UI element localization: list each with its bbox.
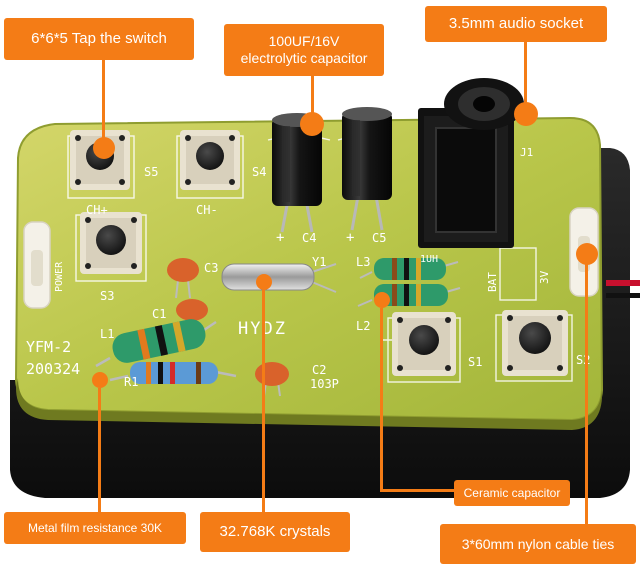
- label-l2: L2: [356, 319, 370, 333]
- inductor-l2: [357, 284, 461, 307]
- board-date: 200324: [26, 360, 80, 378]
- label-cable-ties-text: 3*60mm nylon cable ties: [461, 535, 615, 552]
- label-ceramic-capacitor-text: Ceramic capacitor: [463, 485, 561, 500]
- pointer-line-resistor: [98, 388, 101, 512]
- silkscreen-text: S5 S4 CH+ CH- POWER S3 C4 C5 + + C1 C3 C…: [26, 146, 590, 391]
- board-model: YFM-2: [26, 338, 71, 356]
- metal-film-resistor-r1: [109, 362, 237, 384]
- pointer-dot-ceramic: [374, 292, 390, 308]
- label-l3: L3: [356, 255, 370, 269]
- label-power: POWER: [54, 261, 65, 292]
- label-s4: S4: [252, 165, 266, 179]
- ceramic-capacitor-c3: [167, 258, 199, 299]
- label-bat: BAT: [486, 272, 499, 292]
- label-c4: C4: [302, 231, 316, 245]
- audio-socket-j1: [418, 78, 524, 248]
- label-voltage: 3V: [538, 270, 551, 284]
- pointer-dot-resistor: [92, 372, 108, 388]
- label-capacitor-line2: electrolytic capacitor: [240, 50, 368, 66]
- label-crystals-text: 32.768K crystals: [219, 523, 331, 540]
- electrolytic-capacitor-c5: [342, 107, 392, 231]
- pointer-line-crystal: [262, 290, 265, 512]
- label-audio-socket: 3.5mm audio socket: [425, 6, 607, 42]
- label-tap-switch: 6*6*5 Tap the switch: [4, 18, 194, 60]
- pointer-dot-crystal: [256, 274, 272, 290]
- label-s5: S5: [144, 165, 158, 179]
- tap-switch-s4: [180, 130, 240, 190]
- label-cable-ties: 3*60mm nylon cable ties: [440, 524, 636, 564]
- label-s3: S3: [100, 289, 114, 303]
- label-c1: C1: [152, 307, 166, 321]
- label-resistor: Metal film resistance 30K: [4, 512, 186, 544]
- label-j1: J1: [520, 146, 533, 159]
- pointer-line-switch: [102, 58, 105, 150]
- inductor-l3: [359, 258, 459, 280]
- label-resistor-text: Metal film resistance 30K: [27, 520, 163, 535]
- label-c3: C3: [204, 261, 218, 275]
- label-capacitor-line1: 100UF/16V: [268, 33, 340, 50]
- tap-switch-s3: [80, 212, 142, 274]
- pointer-dot-socket: [514, 102, 538, 126]
- tap-switch-s1: [392, 312, 456, 376]
- label-crystals: 32.768K crystals: [200, 512, 350, 552]
- pointer-line-capacitor: [311, 74, 314, 124]
- label-ch-minus: CH-: [196, 203, 218, 217]
- pointer-line-ceramic-h: [380, 489, 462, 492]
- pointer-line-socket: [524, 40, 527, 114]
- pointer-line-cable-ties: [585, 260, 588, 524]
- pointer-line-ceramic-v: [380, 308, 383, 492]
- label-plus-c5: +: [346, 230, 354, 246]
- label-electrolytic-capacitor: 100UF/16V electrolytic capacitor: [224, 24, 384, 76]
- pointer-dot-capacitor: [300, 112, 324, 136]
- label-c2: C2: [312, 363, 326, 377]
- label-inductor-value: 1UH: [420, 254, 438, 265]
- label-ch-plus: CH+: [86, 203, 108, 217]
- nylon-cable-tie-left: [23, 221, 51, 309]
- label-c2-value: 103P: [310, 377, 339, 391]
- pointer-dot-switch: [93, 137, 115, 159]
- tap-switch-s2: [502, 310, 568, 376]
- label-plus-c4: +: [276, 230, 284, 246]
- label-audio-socket-text: 3.5mm audio socket: [448, 15, 584, 32]
- board-brand: HYDZ: [238, 319, 287, 339]
- label-r1: R1: [124, 375, 138, 389]
- label-l1: L1: [100, 327, 114, 341]
- inductor-l1: [95, 319, 217, 368]
- label-c5: C5: [372, 231, 386, 245]
- pointer-dot-cable-ties: [576, 243, 598, 265]
- label-tap-switch-text: 6*6*5 Tap the switch: [31, 30, 167, 47]
- label-y1: Y1: [312, 255, 326, 269]
- label-s2: S2: [576, 353, 590, 367]
- label-s1: S1: [468, 355, 482, 369]
- annotation-pointers: [92, 40, 598, 524]
- label-ceramic-capacitor: Ceramic capacitor: [454, 480, 570, 506]
